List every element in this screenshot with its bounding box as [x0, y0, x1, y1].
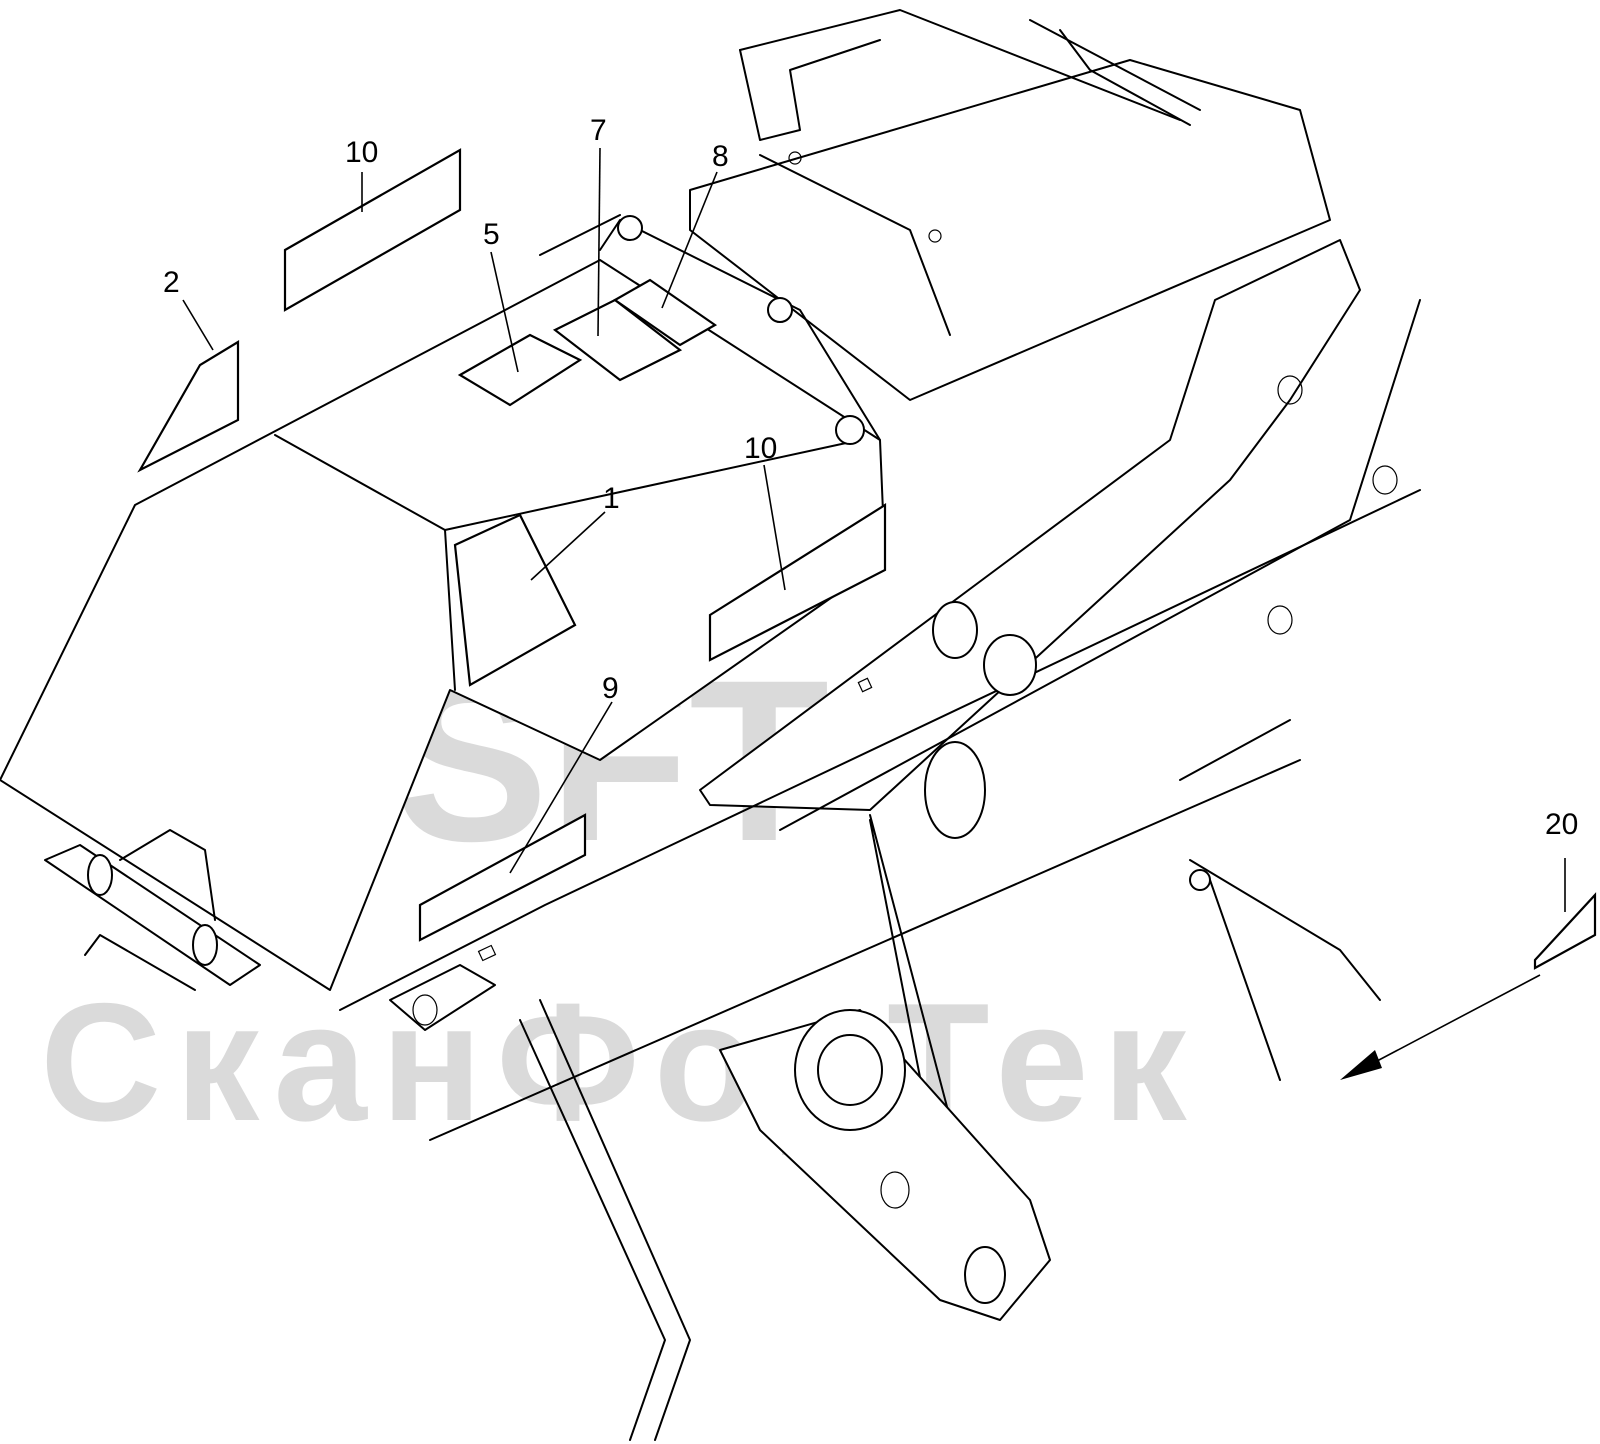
side-frame	[339, 239, 1421, 1181]
decal-1	[453, 513, 577, 687]
main-body	[0, 214, 886, 991]
decal-7	[552, 298, 683, 382]
decal-10-side	[708, 503, 887, 662]
direction-arrow	[1340, 974, 1541, 1080]
hinge-pin	[44, 829, 261, 991]
callout-8: 8	[712, 140, 729, 173]
callout-10-side: 10	[744, 432, 777, 465]
misc-details	[389, 677, 873, 1031]
decal-20	[1533, 892, 1597, 970]
arrow-head-icon	[1340, 1050, 1382, 1080]
callout-2: 2	[163, 266, 180, 299]
decal-8	[612, 278, 718, 347]
pivot-arm	[719, 1009, 1051, 1321]
decal-5	[457, 333, 583, 407]
bracket-strap	[519, 999, 691, 1441]
callout-7: 7	[590, 114, 607, 147]
callout-20: 20	[1545, 808, 1578, 841]
decal-2	[137, 340, 240, 473]
callout-9: 9	[602, 672, 619, 705]
latch-arm	[1179, 719, 1381, 1081]
callout-5: 5	[483, 218, 500, 251]
callout-1: 1	[603, 482, 620, 515]
leader-lines	[182, 147, 1566, 912]
decal-9	[418, 813, 587, 942]
rear-upper-box	[689, 9, 1331, 401]
decal-10-top	[283, 148, 462, 312]
callout-10-top: 10	[345, 136, 378, 169]
callout-labels: 10 2 5 7 8 10 1 9 20	[163, 114, 1578, 841]
decals	[137, 148, 1597, 970]
watermark-brand: СканФорТек	[40, 968, 1201, 1156]
